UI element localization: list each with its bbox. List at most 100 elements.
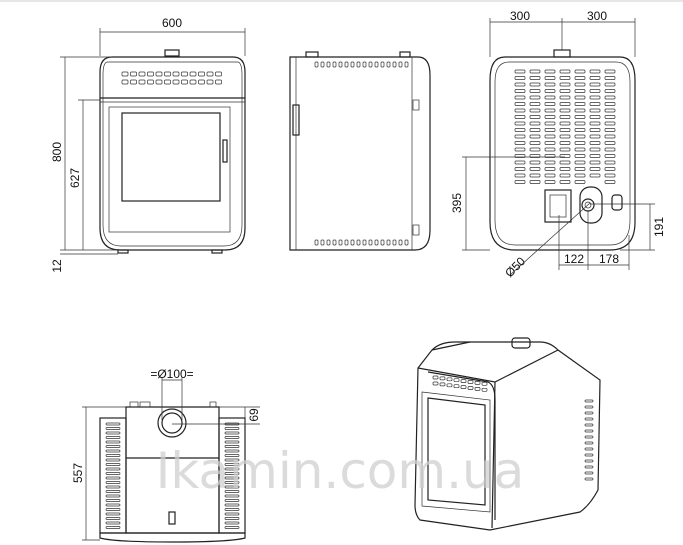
vent-slot [529,141,541,145]
vent-slot [604,69,616,74]
vent-slot [589,160,601,165]
vent-slot [514,147,526,152]
vent-slot [105,454,121,457]
vent-slot [320,239,325,246]
vent-slot [332,239,337,246]
vent-slot [589,167,601,171]
flue-stub [511,337,531,349]
vent-slot [559,82,571,87]
vent-slot [544,102,556,106]
vent-slot [362,239,367,246]
vent-slot [164,71,171,77]
vent-slot [362,61,367,68]
side-body-outline [289,56,431,251]
vent-slot [392,61,397,68]
vent-slot [392,239,397,246]
vent-slot [398,61,403,68]
vent-slot [224,517,240,520]
front-door-frame [108,106,231,233]
vent-slot [467,386,474,390]
foot [211,249,223,254]
vent-slot [514,102,526,106]
vent-slot [544,154,556,158]
vent-slot [206,71,214,77]
vent-slot [514,134,526,139]
vent-slot [574,89,586,93]
vent-slot [481,381,488,386]
vent-slot [589,115,601,119]
vent-slot [574,128,586,132]
vent-slot [574,95,586,100]
vent-slot [544,147,556,152]
vent-slot [589,147,601,152]
vent-slot [474,387,481,391]
vent-slot [559,115,571,119]
vent-slot [350,239,355,246]
vent-slot [314,61,319,68]
perspective-view [414,337,601,531]
vent-slot [105,512,121,516]
vent-slot [604,154,616,158]
vent-slot [589,69,601,74]
vent-slot [604,180,616,184]
vent-slot [224,494,240,498]
vent-slot [589,108,601,113]
vent-slot [404,239,409,246]
vent-slot [467,380,474,384]
vent-slot [604,141,616,145]
vent-slot [224,476,240,480]
vent-slot [514,121,526,126]
vent-slot [105,490,121,493]
vent-slot [514,95,526,100]
vent-slot [356,61,361,68]
vent-slot [514,115,526,119]
vent-slot [386,239,391,246]
vent-slot [559,95,571,100]
vent-slot [529,102,541,106]
vent-slot [584,459,594,463]
vent-slot [604,108,616,113]
vent-slot [439,376,446,381]
vent-slot [326,61,331,68]
vent-slot [332,61,337,68]
vent-slot [584,417,594,421]
vent-slot [147,71,154,77]
vent-slot [604,102,616,106]
vent-slot [368,239,373,246]
vent-slot [350,61,355,68]
vent-slot [589,154,601,158]
vent-slot [589,134,601,139]
vent-slot [105,485,121,489]
air-inlet [611,194,623,211]
vent-slot [529,108,541,113]
vent-slot [604,134,616,139]
vent-slot [574,108,586,113]
vent-slot [574,173,586,178]
vent-slot [105,503,121,507]
vent-slot [604,121,616,126]
service-hatch [544,189,572,223]
vent-slot [574,76,586,80]
vent-slot [224,485,240,489]
vent-slot [155,79,163,85]
vent-slot [584,447,594,451]
vent-slot [224,463,240,466]
vent-slot [574,134,586,139]
front-door-glass [121,112,221,202]
vent-slot [105,445,121,448]
vent-slot [374,61,379,68]
vent-slot [224,427,240,430]
vent-slot [589,173,601,178]
vent-slot [368,61,373,68]
vent-slot [559,134,571,139]
vent-slot [559,69,571,74]
side-vents [314,61,409,246]
vent-slot [105,476,121,480]
vent-slot [584,411,594,415]
front-view: 600 800 627 12 [50,16,246,273]
vent-slot [224,481,240,484]
vent-slot [589,121,601,126]
vent-slot [105,481,121,484]
vent-slot [206,79,214,85]
